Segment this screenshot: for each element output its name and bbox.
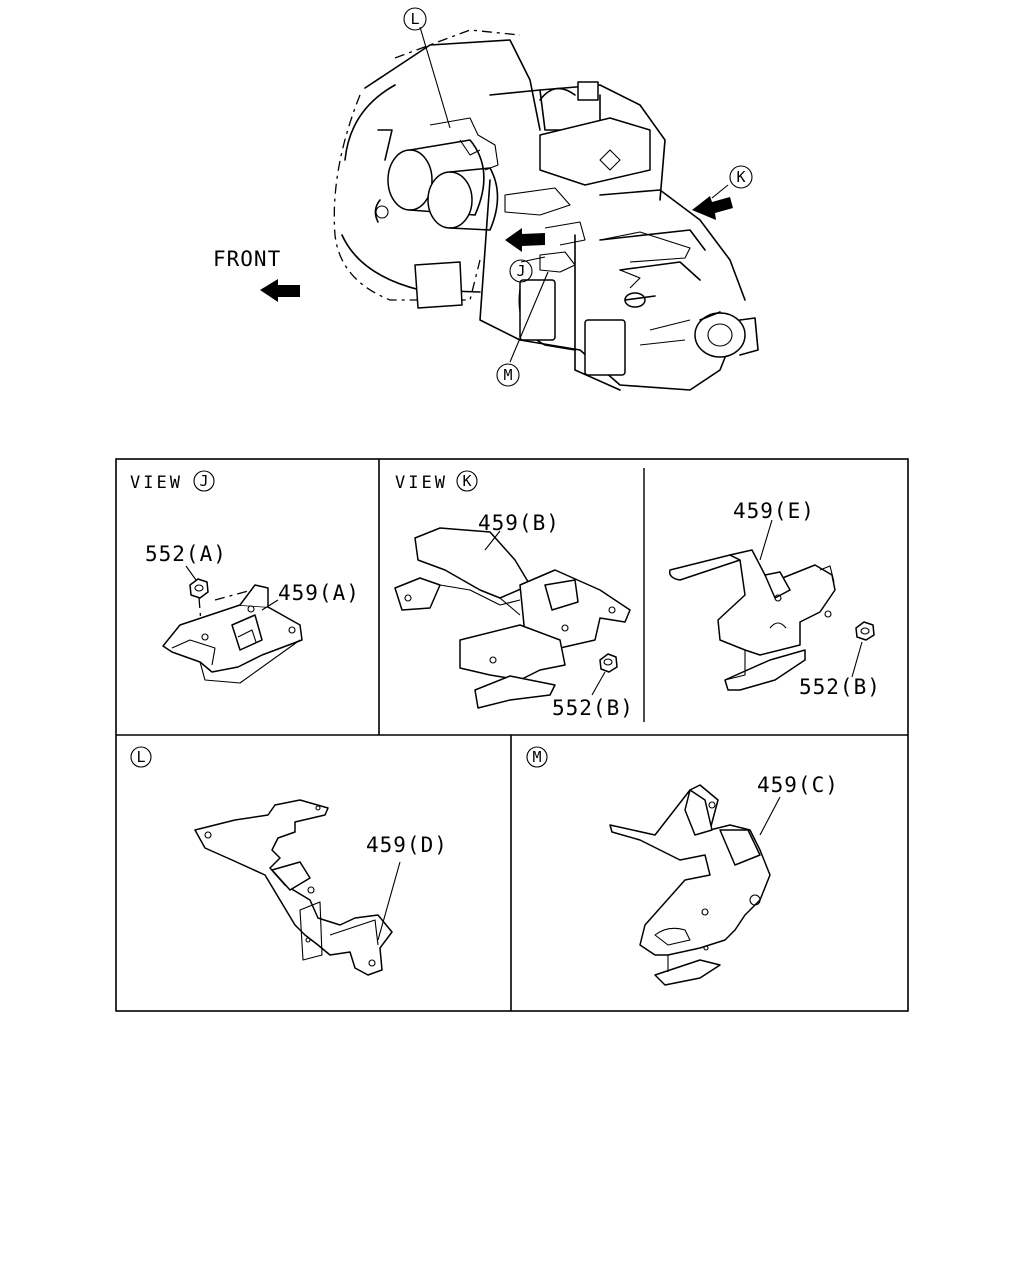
label-459-a: 459(A) xyxy=(278,581,360,605)
front-arrow xyxy=(260,279,300,302)
view-j-letter: J xyxy=(199,472,208,490)
bracket-459-d xyxy=(194,799,393,976)
bracket-459-e xyxy=(668,549,836,691)
label-552-b-right: 552(B) xyxy=(799,675,881,699)
bracket-459-c xyxy=(609,784,771,986)
label-459-d: 459(D) xyxy=(366,833,448,857)
label-552-a: 552(A) xyxy=(145,542,227,566)
callout-j: J xyxy=(509,259,533,283)
view-j-arrow xyxy=(505,228,545,252)
nut-552-b-left xyxy=(599,653,618,673)
detail-m-letter: M xyxy=(532,748,541,766)
panel-view-j: VIEW J 552(A) 459(A) xyxy=(130,470,360,684)
callout-m: M xyxy=(496,363,520,387)
panel-view-k-right: 459(E) 552(B) xyxy=(668,499,881,699)
front-label: FRONT xyxy=(213,247,281,271)
label-459-c: 459(C) xyxy=(757,773,839,797)
bracket-459-b xyxy=(394,527,631,709)
label-459-b: 459(B) xyxy=(478,511,560,535)
panel-detail-l: L 459(D) xyxy=(130,746,448,976)
transmission-overview xyxy=(260,26,759,391)
panel-grid xyxy=(115,458,909,1012)
view-k-title: VIEW xyxy=(395,473,448,493)
nut-552-a xyxy=(189,578,209,636)
callout-l: L xyxy=(403,7,427,31)
panel-view-k: VIEW K 459(B) 552(B) xyxy=(394,470,634,720)
label-459-e: 459(E) xyxy=(733,499,815,523)
view-k-letter: K xyxy=(462,472,471,490)
svg-text:L: L xyxy=(410,10,419,28)
svg-text:J: J xyxy=(516,262,525,280)
view-j-title: VIEW xyxy=(130,473,183,493)
label-552-b-left: 552(B) xyxy=(552,696,634,720)
view-k-arrow xyxy=(692,196,733,220)
callout-k: K xyxy=(729,165,753,189)
detail-l-letter: L xyxy=(136,748,145,766)
svg-text:K: K xyxy=(736,168,745,186)
bracket-459-a xyxy=(162,584,303,684)
svg-text:M: M xyxy=(503,366,512,384)
nut-552-b-right xyxy=(855,621,875,641)
panel-detail-m: M 459(C) xyxy=(526,746,839,986)
